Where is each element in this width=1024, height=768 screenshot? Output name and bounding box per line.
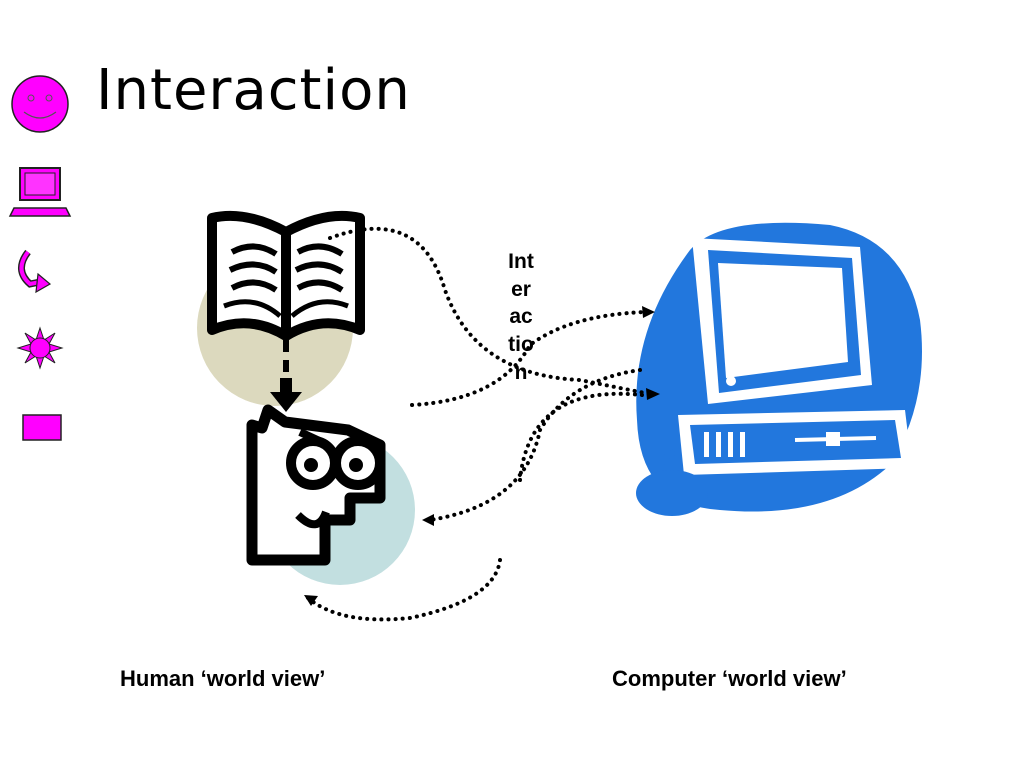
arrow-head-to-computer-2 xyxy=(518,391,652,482)
arrow-book-to-computer xyxy=(328,226,652,396)
smiley-icon xyxy=(11,75,69,133)
arrowheads xyxy=(304,306,660,606)
rectangle-icon xyxy=(22,414,62,441)
slide-title: Interaction xyxy=(96,58,411,123)
arrow-computer-to-human xyxy=(306,558,502,622)
computer-world-view-caption: Computer ‘world view’ xyxy=(612,666,847,691)
vertical-interaction-label: Interaction xyxy=(508,250,534,384)
sun-icon xyxy=(16,326,64,370)
human-world-view-caption: Human ‘world view’ xyxy=(120,666,326,691)
head-icon xyxy=(246,404,415,585)
interaction-arrows xyxy=(306,226,652,622)
arrow-computer-to-head xyxy=(428,368,642,522)
laptop-icon xyxy=(8,167,72,217)
computer-icon xyxy=(636,222,922,516)
book-icon xyxy=(197,210,365,412)
curved-arrow-icon xyxy=(18,249,52,294)
